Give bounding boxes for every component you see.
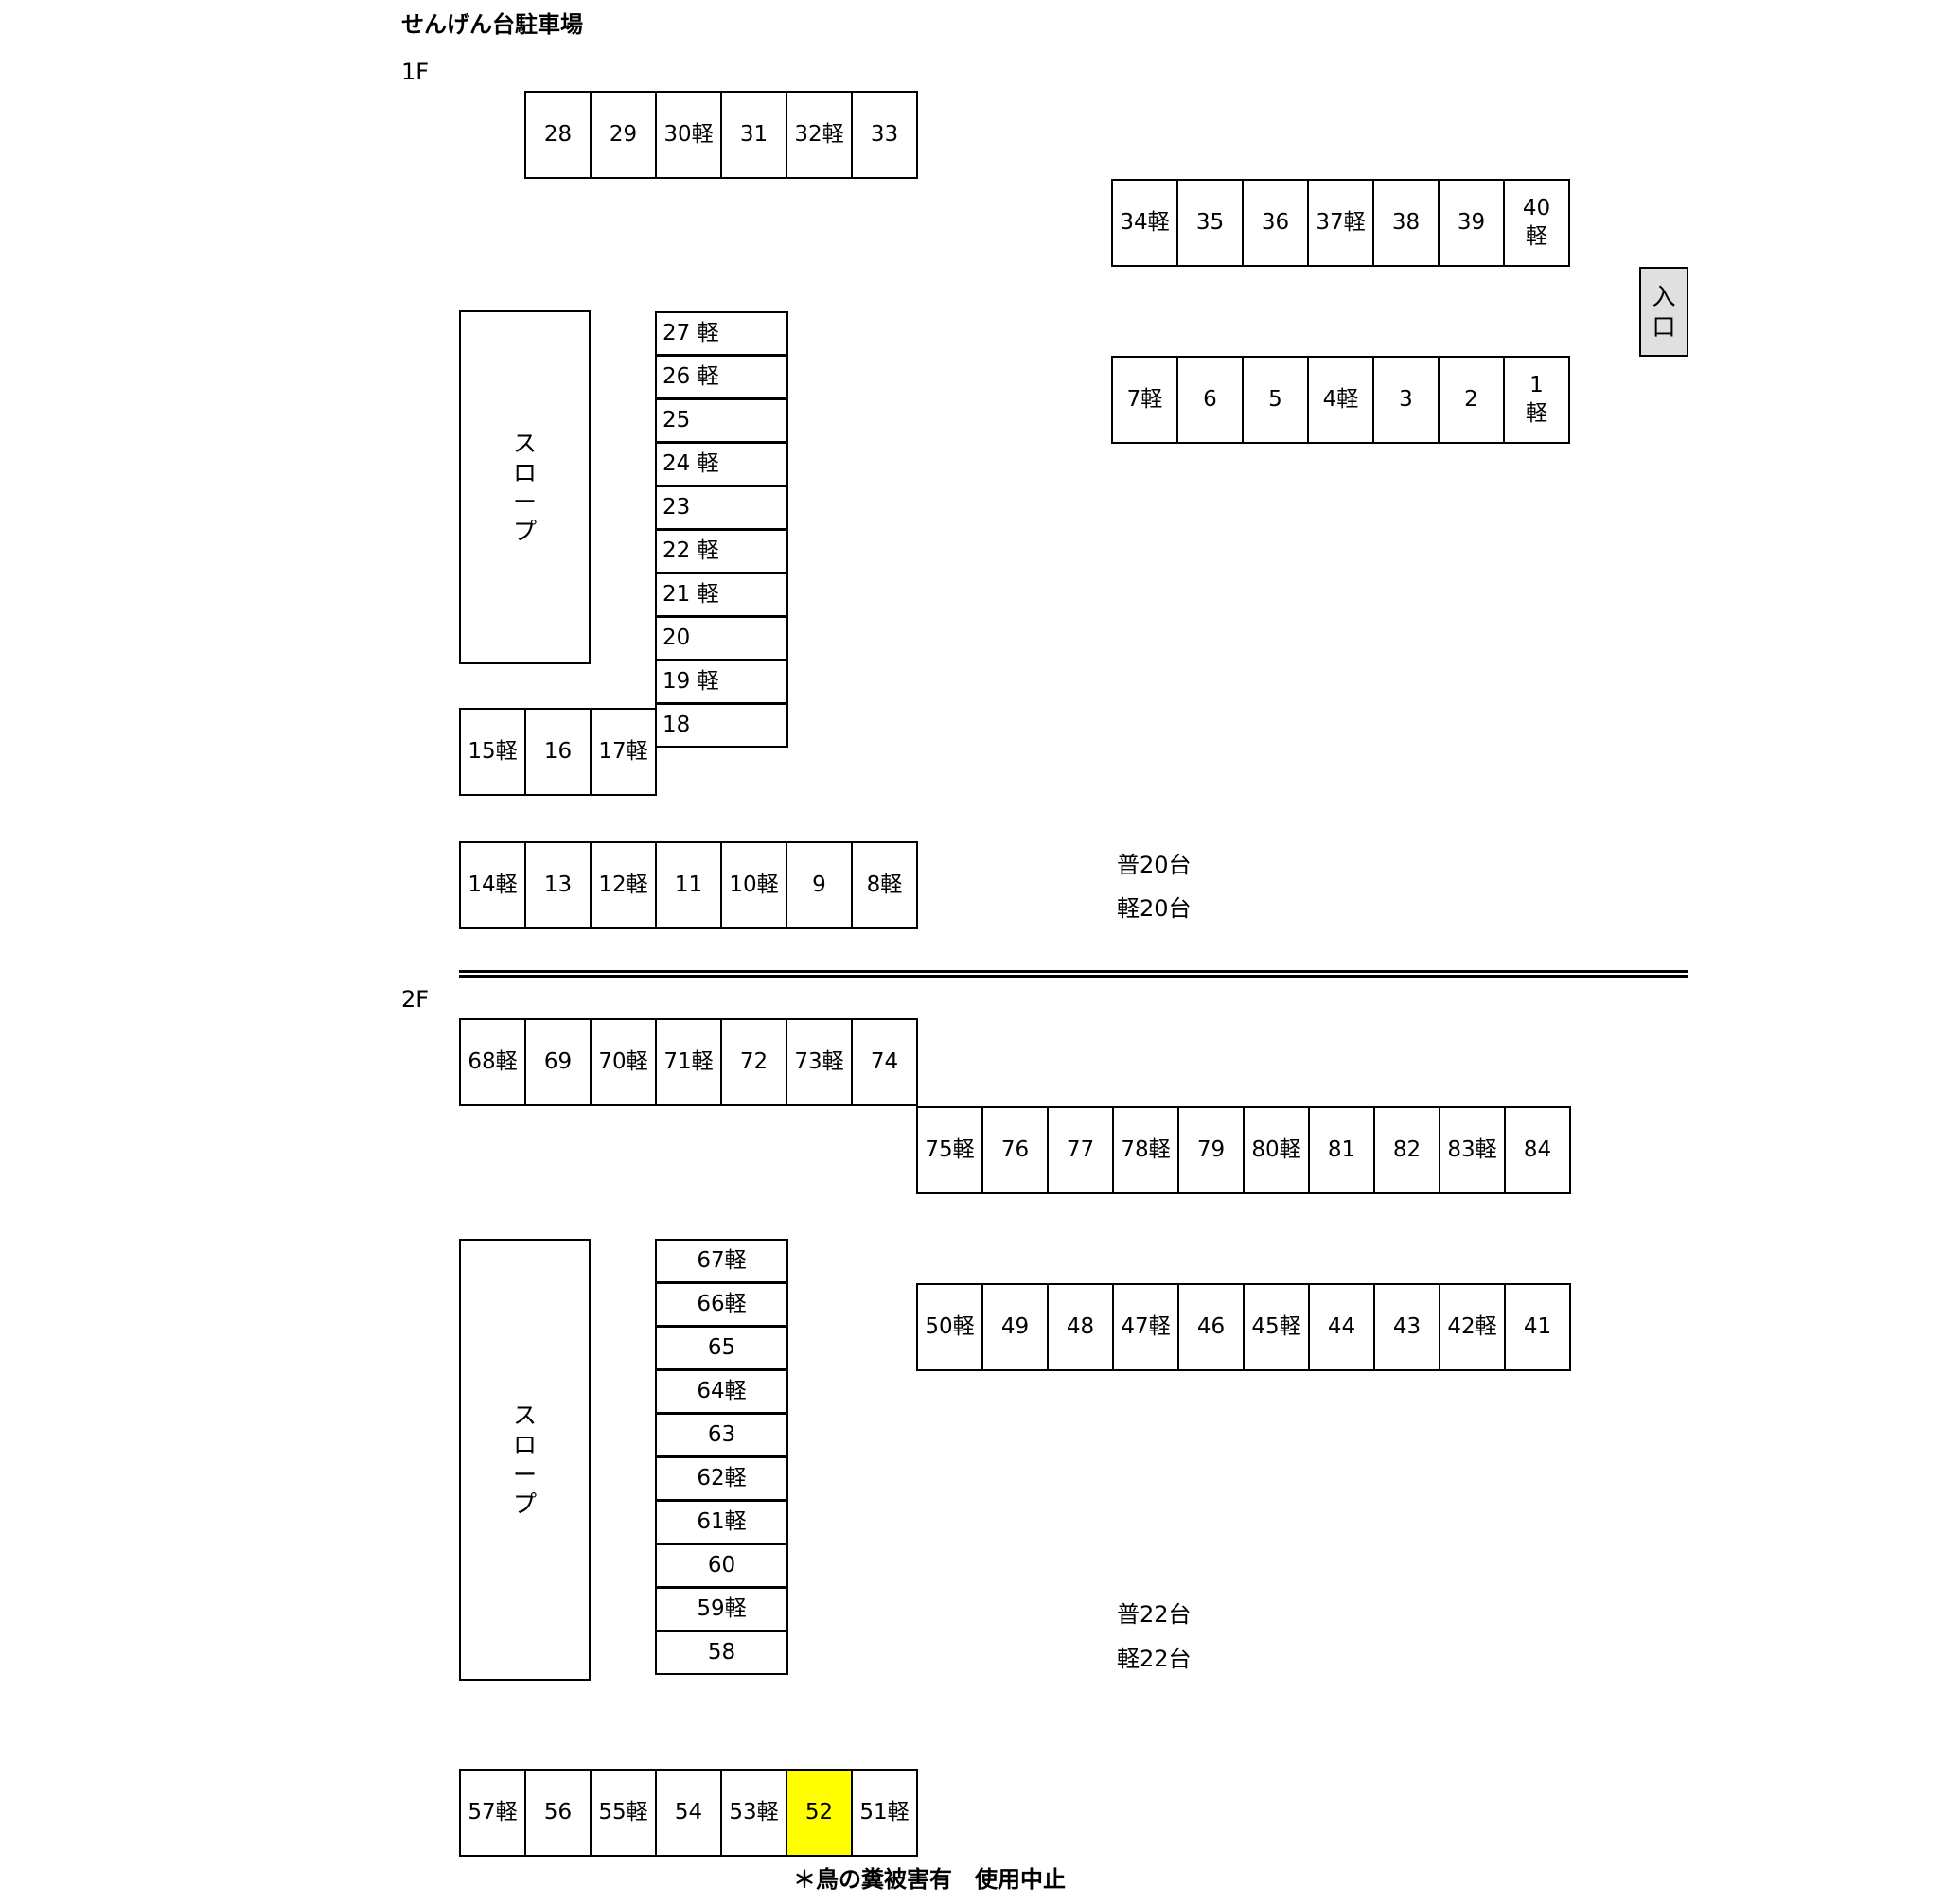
parking-stall: 58 xyxy=(655,1631,788,1675)
parking-stall: 41 xyxy=(1504,1283,1571,1371)
parking-stall: 65 xyxy=(655,1326,788,1370)
floor-1-kei-count: 軽20台 xyxy=(1117,895,1192,922)
parking-stall: 84 xyxy=(1504,1106,1571,1194)
parking-stall: 51軽 xyxy=(851,1769,918,1857)
parking-stall: 8軽 xyxy=(851,841,918,929)
parking-stall: 21 軽 xyxy=(655,573,788,617)
parking-stall: 1 軽 xyxy=(1503,356,1570,444)
parking-stall: 68軽 xyxy=(459,1018,526,1106)
parking-stall: 45軽 xyxy=(1243,1283,1310,1371)
parking-stall: 42軽 xyxy=(1439,1283,1506,1371)
floor-2-regular-count: 普22台 xyxy=(1117,1601,1192,1628)
parking-stall: 38 xyxy=(1372,179,1440,267)
slope-2f: スロープ xyxy=(459,1239,591,1681)
parking-stall: 23 xyxy=(655,485,788,530)
parking-stall: 49 xyxy=(981,1283,1049,1371)
closure-note: ＊鳥の糞被害有 使用中止 xyxy=(793,1866,1066,1893)
slope-label: スロープ xyxy=(512,429,537,546)
parking-stall: 39 xyxy=(1438,179,1505,267)
parking-stall: 82 xyxy=(1373,1106,1440,1194)
parking-stall: 3 xyxy=(1372,356,1440,444)
floor-divider xyxy=(459,970,1688,978)
parking-stall: 30軽 xyxy=(655,91,722,179)
parking-stall: 20 xyxy=(655,616,788,661)
parking-stall: 57軽 xyxy=(459,1769,526,1857)
parking-stall: 75軽 xyxy=(916,1106,983,1194)
parking-stall: 78軽 xyxy=(1112,1106,1179,1194)
parking-stall: 79 xyxy=(1177,1106,1245,1194)
parking-stall: 22 軽 xyxy=(655,529,788,573)
parking-stall: 19 軽 xyxy=(655,660,788,704)
parking-stall: 40 軽 xyxy=(1503,179,1570,267)
parking-stall: 59軽 xyxy=(655,1587,788,1631)
parking-stall: 64軽 xyxy=(655,1369,788,1414)
parking-stall: 77 xyxy=(1047,1106,1114,1194)
parking-stall: 44 xyxy=(1308,1283,1375,1371)
parking-stall: 27 軽 xyxy=(655,311,788,356)
parking-stall: 16 xyxy=(524,708,592,796)
parking-stall: 70軽 xyxy=(590,1018,657,1106)
parking-stall: 47軽 xyxy=(1112,1283,1179,1371)
parking-stall: 26 軽 xyxy=(655,355,788,399)
parking-stall: 12軽 xyxy=(590,841,657,929)
parking-stall: 48 xyxy=(1047,1283,1114,1371)
parking-stall: 36 xyxy=(1242,179,1309,267)
entrance-label: 入口 xyxy=(1652,283,1676,341)
slope-label: スロープ xyxy=(512,1402,537,1518)
parking-stall: 6 xyxy=(1176,356,1244,444)
parking-stall: 35 xyxy=(1176,179,1244,267)
parking-stall: 31 xyxy=(720,91,787,179)
parking-stall: 17軽 xyxy=(590,708,657,796)
parking-stall: 18 xyxy=(655,703,788,748)
entrance: 入口 xyxy=(1639,267,1688,357)
parking-stall: 13 xyxy=(524,841,592,929)
floor-1-label: 1F xyxy=(401,59,430,85)
parking-stall: 53軽 xyxy=(720,1769,787,1857)
parking-stall: 60 xyxy=(655,1543,788,1588)
parking-stall: 33 xyxy=(851,91,918,179)
parking-stall: 73軽 xyxy=(786,1018,853,1106)
parking-stall: 83軽 xyxy=(1439,1106,1506,1194)
floor-2-kei-count: 軽22台 xyxy=(1117,1646,1192,1672)
parking-stall: 67軽 xyxy=(655,1239,788,1283)
parking-stall: 63 xyxy=(655,1413,788,1457)
parking-stall: 52 xyxy=(786,1769,853,1857)
parking-stall: 50軽 xyxy=(916,1283,983,1371)
parking-stall: 74 xyxy=(851,1018,918,1106)
slope-1f: スロープ xyxy=(459,310,591,664)
parking-stall: 61軽 xyxy=(655,1500,788,1544)
parking-stall: 34軽 xyxy=(1111,179,1178,267)
parking-stall: 32軽 xyxy=(786,91,853,179)
parking-stall: 76 xyxy=(981,1106,1049,1194)
parking-stall: 4軽 xyxy=(1307,356,1374,444)
parking-stall: 5 xyxy=(1242,356,1309,444)
parking-stall: 46 xyxy=(1177,1283,1245,1371)
parking-stall: 10軽 xyxy=(720,841,787,929)
parking-stall: 62軽 xyxy=(655,1456,788,1501)
parking-stall: 66軽 xyxy=(655,1282,788,1327)
parking-stall: 11 xyxy=(655,841,722,929)
floor-1-regular-count: 普20台 xyxy=(1117,852,1192,878)
parking-stall: 72 xyxy=(720,1018,787,1106)
parking-stall: 15軽 xyxy=(459,708,526,796)
page-title: せんげん台駐車場 xyxy=(401,11,583,38)
parking-stall: 2 xyxy=(1438,356,1505,444)
floor-2-label: 2F xyxy=(401,986,430,1013)
parking-stall: 81 xyxy=(1308,1106,1375,1194)
parking-stall: 9 xyxy=(786,841,853,929)
parking-stall: 7軽 xyxy=(1111,356,1178,444)
parking-stall: 69 xyxy=(524,1018,592,1106)
parking-stall: 25 xyxy=(655,398,788,443)
parking-stall: 55軽 xyxy=(590,1769,657,1857)
parking-stall: 71軽 xyxy=(655,1018,722,1106)
parking-stall: 43 xyxy=(1373,1283,1440,1371)
parking-stall: 56 xyxy=(524,1769,592,1857)
parking-stall: 80軽 xyxy=(1243,1106,1310,1194)
parking-stall: 29 xyxy=(590,91,657,179)
parking-stall: 24 軽 xyxy=(655,442,788,486)
parking-stall: 54 xyxy=(655,1769,722,1857)
parking-stall: 37軽 xyxy=(1307,179,1374,267)
parking-stall: 28 xyxy=(524,91,592,179)
parking-stall: 14軽 xyxy=(459,841,526,929)
